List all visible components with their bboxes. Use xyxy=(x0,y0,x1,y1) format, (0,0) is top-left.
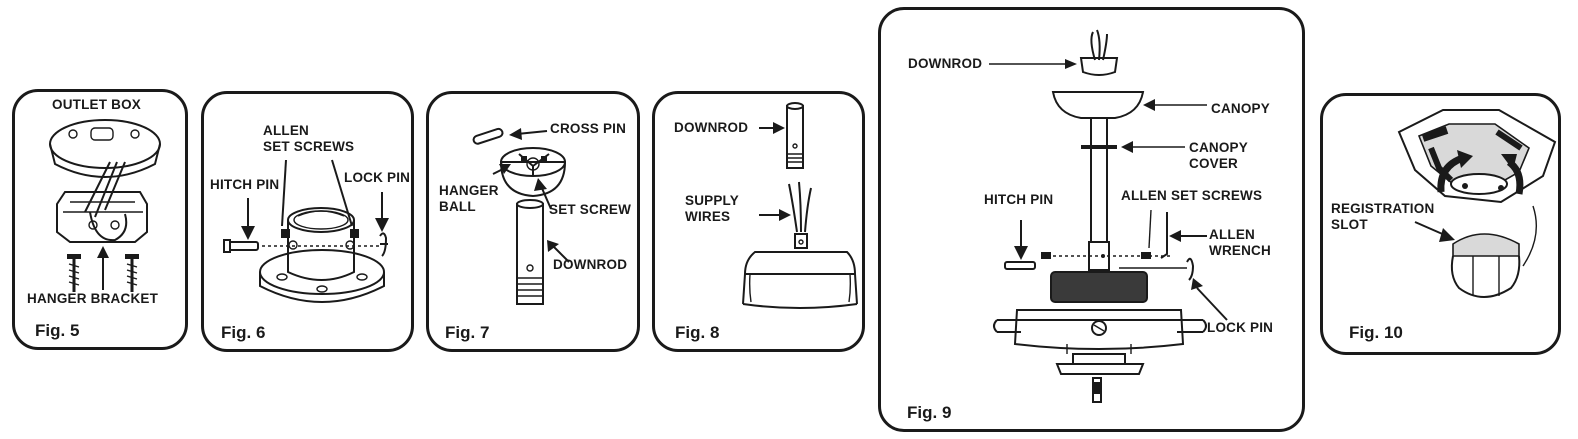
fig6-panel: ALLEN SET SCREWS HITCH PIN LOCK PIN Fig.… xyxy=(201,91,414,352)
fig10-illustration xyxy=(1397,109,1557,298)
mount-flange xyxy=(259,249,385,295)
downrod-part xyxy=(516,199,544,305)
hanger-ball-top xyxy=(1079,57,1119,76)
fig6-illustration xyxy=(223,159,389,303)
hanger-bracket-shape xyxy=(56,191,148,243)
downrod-label: DOWNROD xyxy=(908,56,983,71)
fig9-title: Fig. 9 xyxy=(907,403,952,422)
fig8-panel: DOWNROD SUPPLY WIRES Fig. 8 xyxy=(652,91,865,352)
supply-wires xyxy=(788,181,812,233)
downrod-label: DOWNROD xyxy=(674,120,749,135)
hitch-pin-part xyxy=(1004,261,1036,270)
outlet-box-rim xyxy=(49,119,161,169)
hitch-pin-label: HITCH PIN xyxy=(210,177,280,192)
fig8-title: Fig. 8 xyxy=(675,323,720,342)
hanger-ball-label: HANGER BALL xyxy=(439,183,499,214)
mount-collar xyxy=(287,220,355,281)
supply-wires xyxy=(84,161,126,218)
canopy-underside xyxy=(1397,109,1557,204)
motor-top xyxy=(743,251,857,275)
registration-slot-label: REGISTRATION SLOT xyxy=(1331,201,1435,232)
fig9-panel: DOWNROD CANOPY CANOPY COVER HITCH PIN AL… xyxy=(878,7,1305,432)
hanger-ball-part xyxy=(499,147,567,198)
fig9-illustration xyxy=(989,29,1228,403)
hitch-pin-part xyxy=(223,239,259,253)
motor-top-dome xyxy=(1452,233,1520,257)
canopy-label: CANOPY xyxy=(1211,101,1270,116)
outlet-box-label: OUTLET BOX xyxy=(52,97,141,112)
fig7-panel: CROSS PIN HANGER BALL SET SCREW DOWNROD … xyxy=(426,91,640,352)
hitch-pin-label: HITCH PIN xyxy=(984,192,1054,207)
downrod-label: DOWNROD xyxy=(553,257,628,272)
hanger-bracket-label: HANGER BRACKET xyxy=(27,291,159,306)
lock-pin-label: LOCK PIN xyxy=(344,170,411,185)
outlet-box-body xyxy=(49,143,161,178)
allen-wrench-label: ALLEN WRENCH xyxy=(1209,227,1271,258)
set-screw-left xyxy=(281,229,290,238)
canopy-cover-label: CANOPY COVER xyxy=(1189,140,1248,171)
set-screw-label: SET SCREW xyxy=(549,202,632,217)
fig6-title: Fig. 6 xyxy=(221,323,266,342)
fig7-title: Fig. 7 xyxy=(445,323,490,342)
fig10-title: Fig. 10 xyxy=(1349,323,1403,342)
set-screw-right xyxy=(350,229,359,238)
supply-wires-label: SUPPLY WIRES xyxy=(685,193,739,224)
cross-pin-part xyxy=(472,127,504,145)
allen-set-screws-label: ALLEN SET SCREWS xyxy=(1121,188,1263,203)
downrod-part xyxy=(786,102,804,169)
fig5-panel: OUTLET BOX HANGER BRACKET Fig. 5 xyxy=(12,89,188,350)
bracket-screw-left xyxy=(67,254,81,292)
fig10-panel: REGISTRATION SLOT Fig. 10 xyxy=(1320,93,1561,355)
fig5-title: Fig. 5 xyxy=(35,321,80,340)
motor-body xyxy=(1013,309,1185,350)
allen-set-screws-label: ALLEN SET SCREWS xyxy=(263,123,355,154)
fig7-illustration xyxy=(472,127,570,305)
lock-pin-part xyxy=(1186,257,1195,281)
allen-wrench-part xyxy=(1160,212,1168,259)
lock-pin-label: LOCK PIN xyxy=(1207,320,1274,335)
canopy-cover-part xyxy=(1081,145,1117,149)
fig5-illustration xyxy=(49,119,161,292)
canopy-part xyxy=(1051,91,1145,119)
motor-mesh xyxy=(1050,271,1148,303)
cross-pin-label: CROSS PIN xyxy=(550,121,627,136)
lock-pin-part xyxy=(379,232,388,257)
fig8-illustration xyxy=(742,102,858,309)
bracket-screw-right xyxy=(125,254,139,292)
